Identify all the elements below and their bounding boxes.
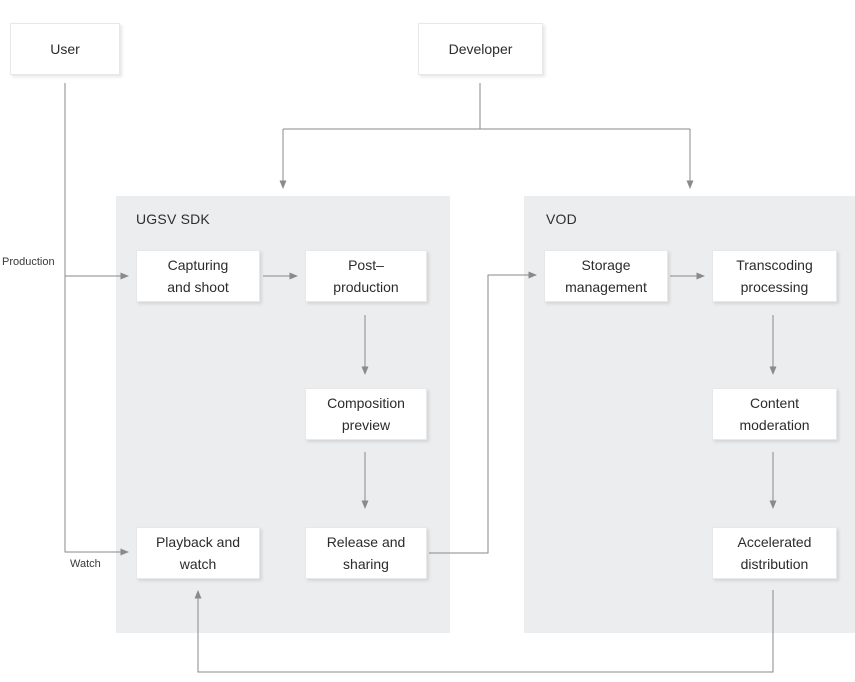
- node-composition-preview: Composition preview: [305, 388, 427, 440]
- production-edge-label: Production: [2, 256, 55, 268]
- developer-box: Developer: [418, 23, 543, 75]
- ugsv-sdk-title: UGSV SDK: [136, 211, 210, 227]
- node-line: Post–: [348, 257, 384, 273]
- node-line: Content: [749, 395, 800, 411]
- node-playback-and-watch: Playback and watch: [136, 527, 260, 579]
- watch-edge-label: Watch: [70, 558, 101, 570]
- node-line: processing: [740, 279, 809, 295]
- node-line: Release and: [326, 534, 406, 550]
- node-line: Playback and: [155, 534, 241, 550]
- node-content-moderation: Content moderation: [712, 388, 837, 440]
- node-line: Transcoding: [736, 257, 813, 273]
- node-release-and-sharing: Release and sharing: [305, 527, 427, 579]
- node-line: management: [565, 279, 647, 295]
- user-label: User: [50, 41, 80, 57]
- node-transcoding-processing: Transcoding processing: [712, 250, 837, 302]
- node-post-production: Post– production: [305, 250, 427, 302]
- vod-title: VOD: [546, 211, 577, 227]
- developer-label: Developer: [448, 41, 513, 57]
- node-line: sharing: [343, 556, 389, 572]
- node-line: Composition: [327, 395, 405, 411]
- user-box: User: [10, 23, 120, 75]
- node-line: Storage: [581, 257, 631, 273]
- node-line: Accelerated: [737, 534, 812, 550]
- node-line: watch: [179, 556, 217, 572]
- node-capturing-and-shoot: Capturing and shoot: [136, 250, 260, 302]
- node-line: moderation: [739, 417, 810, 433]
- node-storage-management: Storage management: [544, 250, 668, 302]
- node-line: and shoot: [167, 279, 229, 295]
- node-line: Capturing: [167, 257, 229, 273]
- node-line: preview: [341, 417, 391, 433]
- node-line: production: [333, 279, 399, 295]
- node-accelerated-distribution: Accelerated distribution: [712, 527, 837, 579]
- node-line: distribution: [740, 556, 809, 572]
